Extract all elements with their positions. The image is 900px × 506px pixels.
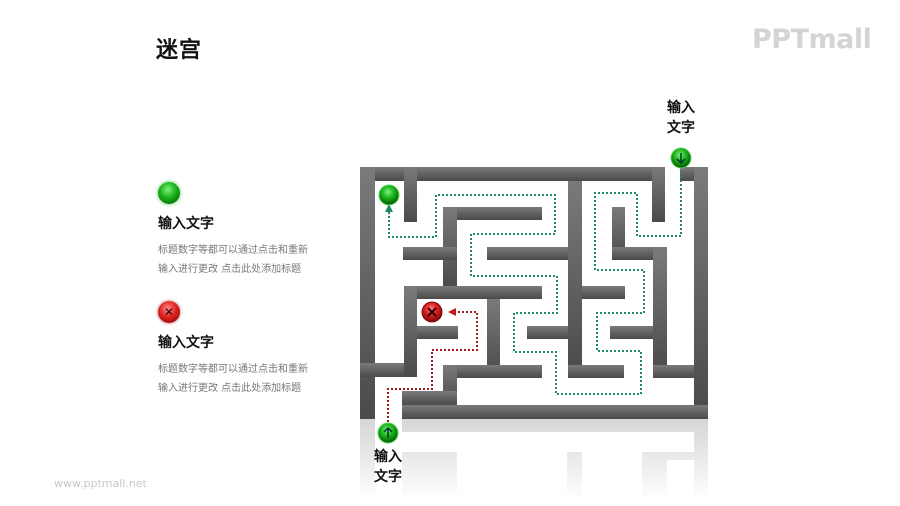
legend-title: 输入文字	[158, 335, 214, 351]
entry-ball-bottom-left	[377, 422, 399, 444]
maze-walls	[360, 167, 708, 419]
red-x-ball-maze	[421, 301, 443, 323]
brand-logo: PPTmall	[752, 24, 872, 55]
legend-desc-line: 标题数字等都可以通过点击和重新	[158, 245, 308, 256]
red-failure-path	[387, 311, 478, 426]
red-x-ball-icon: ✕	[158, 301, 180, 323]
green-arrow-icon	[385, 204, 393, 212]
green-solution-path	[388, 172, 682, 395]
red-arrow-icon	[448, 308, 456, 316]
entry-ball-top-right	[670, 147, 692, 169]
legend-desc-line: 输入进行更改 点击此处添加标题	[158, 383, 302, 394]
legend-description: 标题数字等都可以通过点击和重新 输入进行更改 点击此处添加标题	[158, 241, 358, 279]
legend-item-fail: ✕ 输入文字 标题数字等都可以通过点击和重新 输入进行更改 点击此处添加标题	[158, 301, 358, 398]
page-title: 迷宫	[156, 38, 203, 63]
entry-label-bottom-left: 输入 文字	[374, 449, 402, 485]
start-ball-top-left	[378, 184, 400, 206]
footer-url: www.pptmall.net	[54, 477, 147, 490]
legend-item-success: 输入文字 标题数字等都可以通过点击和重新 输入进行更改 点击此处添加标题	[158, 182, 358, 279]
entry-label-top-right: 输入 文字	[667, 100, 695, 136]
maze-reflection	[360, 419, 708, 500]
legend-title: 输入文字	[158, 216, 214, 232]
legend-description: 标题数字等都可以通过点击和重新 输入进行更改 点击此处添加标题	[158, 360, 358, 398]
legend-desc-line: 输入进行更改 点击此处添加标题	[158, 264, 302, 275]
green-ball-icon	[158, 182, 180, 204]
legend-desc-line: 标题数字等都可以通过点击和重新	[158, 364, 308, 375]
